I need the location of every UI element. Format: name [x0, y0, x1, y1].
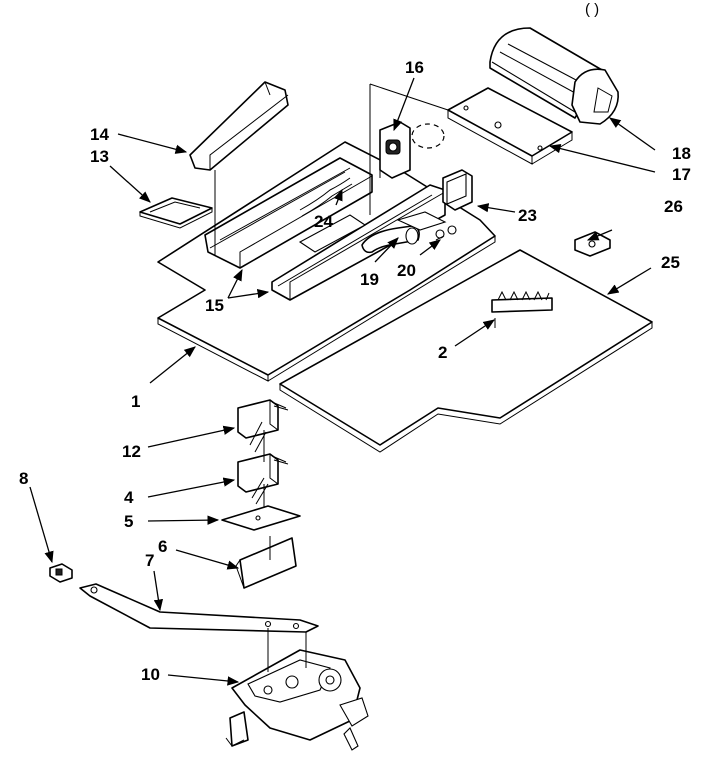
part-16-bracket — [379, 121, 411, 179]
callout-24: 24 — [314, 212, 333, 231]
callout-6: 6 — [158, 537, 167, 556]
part-7-lever-arm — [79, 583, 319, 633]
part-4-switch — [237, 453, 289, 493]
callout-4: 4 — [124, 488, 134, 507]
callout-12: 12 — [122, 442, 141, 461]
part-15-burner-channel-left — [204, 157, 373, 269]
part-6-shield — [235, 537, 297, 589]
part-24-clip — [299, 177, 353, 217]
callout-8: 8 — [19, 469, 28, 488]
callout-17: 17 — [672, 165, 691, 184]
callout-23: 23 — [518, 206, 537, 225]
callout-16: 16 — [405, 58, 424, 77]
callout-1: 1 — [131, 392, 140, 411]
part-2-electrode — [491, 290, 553, 328]
part-14-bracket — [189, 81, 289, 171]
callout-2: 2 — [438, 343, 447, 362]
callout-26: 26 — [664, 197, 683, 216]
callout-15: 15 — [205, 296, 224, 315]
callout-13: 13 — [90, 147, 109, 166]
callout-20: 20 — [397, 261, 416, 280]
callout-labels: 14 13 15 16 18 17 23 26 25 2 1 19 20 24 … — [19, 58, 691, 684]
part-13-plate — [139, 197, 213, 229]
part-17-mounting-plate — [447, 87, 573, 165]
part-10-latch-assembly — [225, 649, 369, 751]
assembly-guide-lines — [214, 83, 449, 672]
callout-10: 10 — [141, 665, 160, 684]
part-8-knob — [49, 563, 73, 583]
callout-7: 7 — [145, 551, 154, 570]
part-16-dashed-ring — [411, 123, 445, 149]
leader-lines — [29, 77, 656, 686]
part-23-bracket — [442, 169, 473, 211]
part-12-switch — [237, 399, 289, 439]
callout-25: 25 — [661, 253, 680, 272]
part-25-cover-panel — [279, 249, 653, 453]
top-edge-text: ( ) — [585, 1, 599, 18]
callout-5: 5 — [124, 512, 133, 531]
callout-18: 18 — [672, 144, 691, 163]
callout-19: 19 — [360, 270, 379, 289]
part-18-motor — [489, 27, 619, 125]
part-26-clip — [574, 231, 611, 257]
part-20-screws — [435, 225, 457, 241]
part-5-plate — [221, 505, 301, 531]
part-15-burner-channel-right — [271, 184, 446, 301]
callout-14: 14 — [90, 125, 109, 144]
